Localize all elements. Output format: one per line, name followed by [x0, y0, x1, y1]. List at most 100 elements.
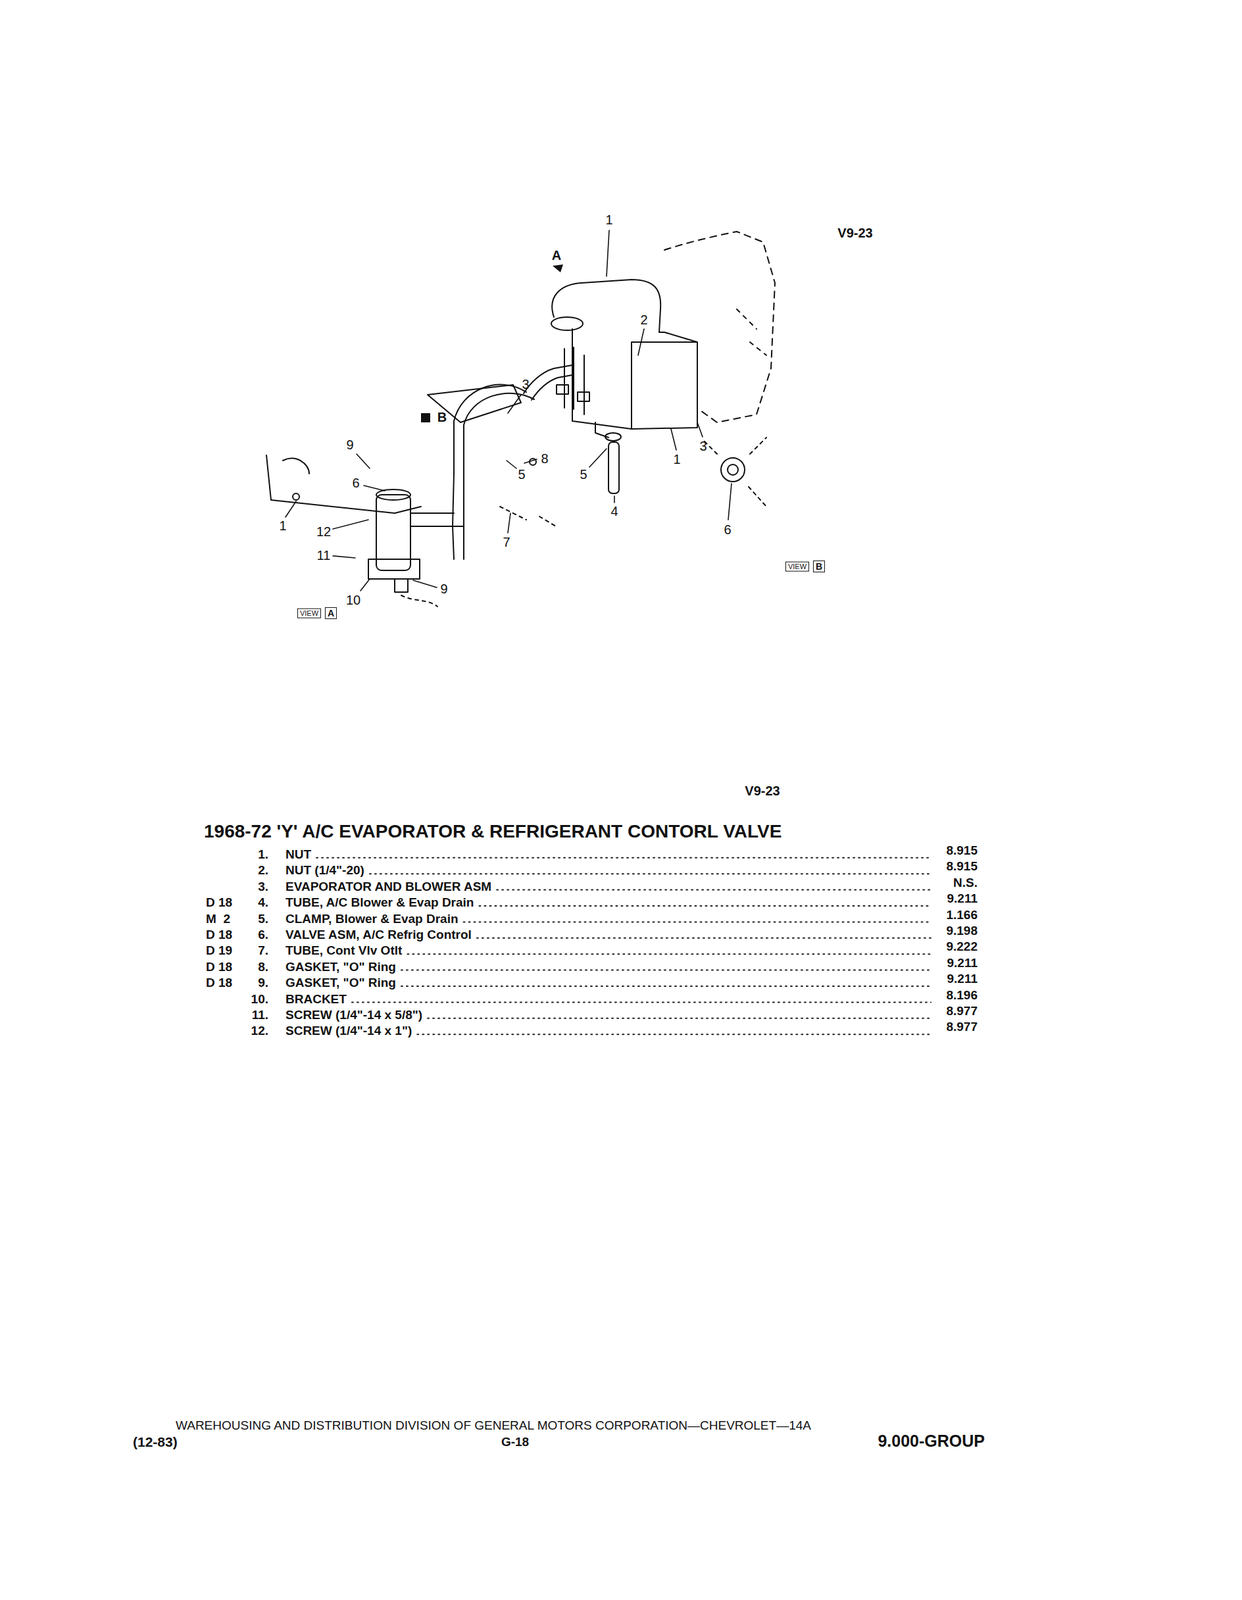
leader-line — [507, 513, 511, 533]
group-number: 8.915 — [945, 843, 978, 858]
dot-leader — [427, 1017, 931, 1019]
leader-line — [606, 230, 610, 277]
group-number: 9.211 — [947, 891, 979, 906]
fitting — [564, 347, 585, 415]
callout-number: 6 — [723, 522, 731, 538]
valve-bracket — [368, 559, 420, 579]
evaporator-housing — [551, 279, 661, 333]
group-number: 9.211 — [947, 971, 979, 987]
item-number: 9. — [257, 975, 269, 991]
dot-leader — [401, 985, 931, 987]
callout-number: 2 — [640, 312, 648, 328]
leader-line — [363, 485, 385, 491]
part-description: SCREW (1/4"-14 x 5/8") — [285, 1007, 423, 1023]
item-number: 7. — [257, 943, 269, 958]
item-number: 4. — [257, 895, 269, 910]
item-number: 11. — [251, 1007, 269, 1023]
callout-number: 8 — [540, 451, 548, 467]
leader-line — [697, 422, 703, 437]
item-number: 5. — [257, 911, 269, 927]
part-description: GASKET, "O" Ring — [285, 959, 397, 975]
view-box-word: VIEW — [785, 561, 810, 572]
page-title: 1968-72 'Y' A/C EVAPORATOR & REFRIGERANT… — [203, 820, 782, 843]
figure-code: V9-23 — [837, 225, 873, 241]
footer-text: WAREHOUSING AND DISTRIBUTION DIVISION OF… — [175, 1418, 812, 1433]
group-number: 9.211 — [947, 955, 979, 971]
leader-line — [356, 453, 370, 469]
callout-number: 9 — [346, 437, 354, 453]
dot-leader — [407, 953, 931, 955]
callout-number: 7 — [502, 534, 510, 550]
leader-line — [589, 448, 607, 468]
dot-leader — [417, 1033, 931, 1035]
callout-number: 3 — [699, 438, 707, 454]
part-description: NUT — [285, 847, 312, 862]
view-box-letter: A — [324, 607, 337, 620]
dot-leader — [369, 872, 931, 875]
dot-leader — [401, 969, 931, 971]
group-number: 8.196 — [945, 988, 978, 1003]
item-number: 10. — [251, 992, 269, 1007]
part-description: VALVE ASM, A/C Refrig Control — [285, 927, 472, 943]
dot-leader — [476, 937, 931, 939]
item-number: 6. — [257, 927, 269, 943]
group-number: 1.166 — [945, 907, 978, 923]
dot-leader — [351, 1001, 931, 1003]
leader-line — [728, 483, 732, 520]
item-number: 1. — [257, 847, 269, 862]
group-number: 8.977 — [945, 1003, 978, 1019]
leader-line — [670, 428, 677, 450]
callout-number: 4 — [610, 503, 618, 520]
item-number: 8. — [257, 959, 269, 975]
callout-number: 11 — [317, 547, 331, 564]
item-number: 3. — [257, 879, 269, 895]
part-description: CLAMP, Blower & Evap Drain — [285, 911, 459, 927]
leader-line — [524, 459, 537, 464]
leader-line — [413, 580, 437, 588]
dot-leader — [478, 905, 931, 907]
item-number: 12. — [251, 1023, 269, 1039]
leader-line — [285, 501, 297, 518]
panel — [266, 455, 422, 514]
housing-flange — [551, 317, 583, 331]
leader-line — [506, 460, 517, 469]
supersession-code: D 19 — [205, 943, 233, 958]
callout-number: 5 — [517, 467, 525, 483]
dot-leader — [463, 920, 931, 923]
view-box-letter: B — [813, 560, 825, 573]
supersession-code: D 18 — [205, 927, 233, 943]
pipe — [523, 365, 573, 394]
valve-fitting — [394, 578, 408, 593]
callout-number: 1 — [278, 518, 287, 534]
part-description: TUBE, Cont Vlv Otlt — [285, 943, 402, 958]
leader-line — [638, 328, 645, 356]
evaporator-housing — [631, 342, 698, 429]
leader-line — [613, 496, 616, 503]
callout-number: 3 — [521, 376, 529, 393]
group-number: 8.915 — [945, 859, 978, 874]
fitting — [556, 384, 569, 395]
figure-code: V9-23 — [744, 783, 780, 799]
bracket-7 — [499, 506, 556, 527]
date-code: (12-83) — [132, 1434, 178, 1450]
valve-body — [376, 489, 411, 500]
callout-number: 12 — [316, 524, 331, 540]
dot-leader — [316, 857, 931, 859]
callout-number: 9 — [440, 581, 448, 597]
group-number: 9.222 — [945, 939, 978, 954]
part-description: EVAPORATOR AND BLOWER ASM — [285, 879, 492, 895]
heater-outline — [664, 231, 775, 423]
evaporator-housing — [572, 328, 698, 429]
panel — [282, 458, 310, 474]
valve-line — [410, 513, 464, 527]
group-number: N.S. — [953, 875, 978, 891]
callout-number: 1 — [605, 212, 613, 228]
view-b-clamp — [727, 464, 739, 475]
callout-number: 6 — [351, 475, 360, 491]
supersession-code: D 18 — [205, 895, 233, 910]
view-box-word: VIEW — [297, 608, 322, 619]
fitting — [577, 392, 590, 402]
